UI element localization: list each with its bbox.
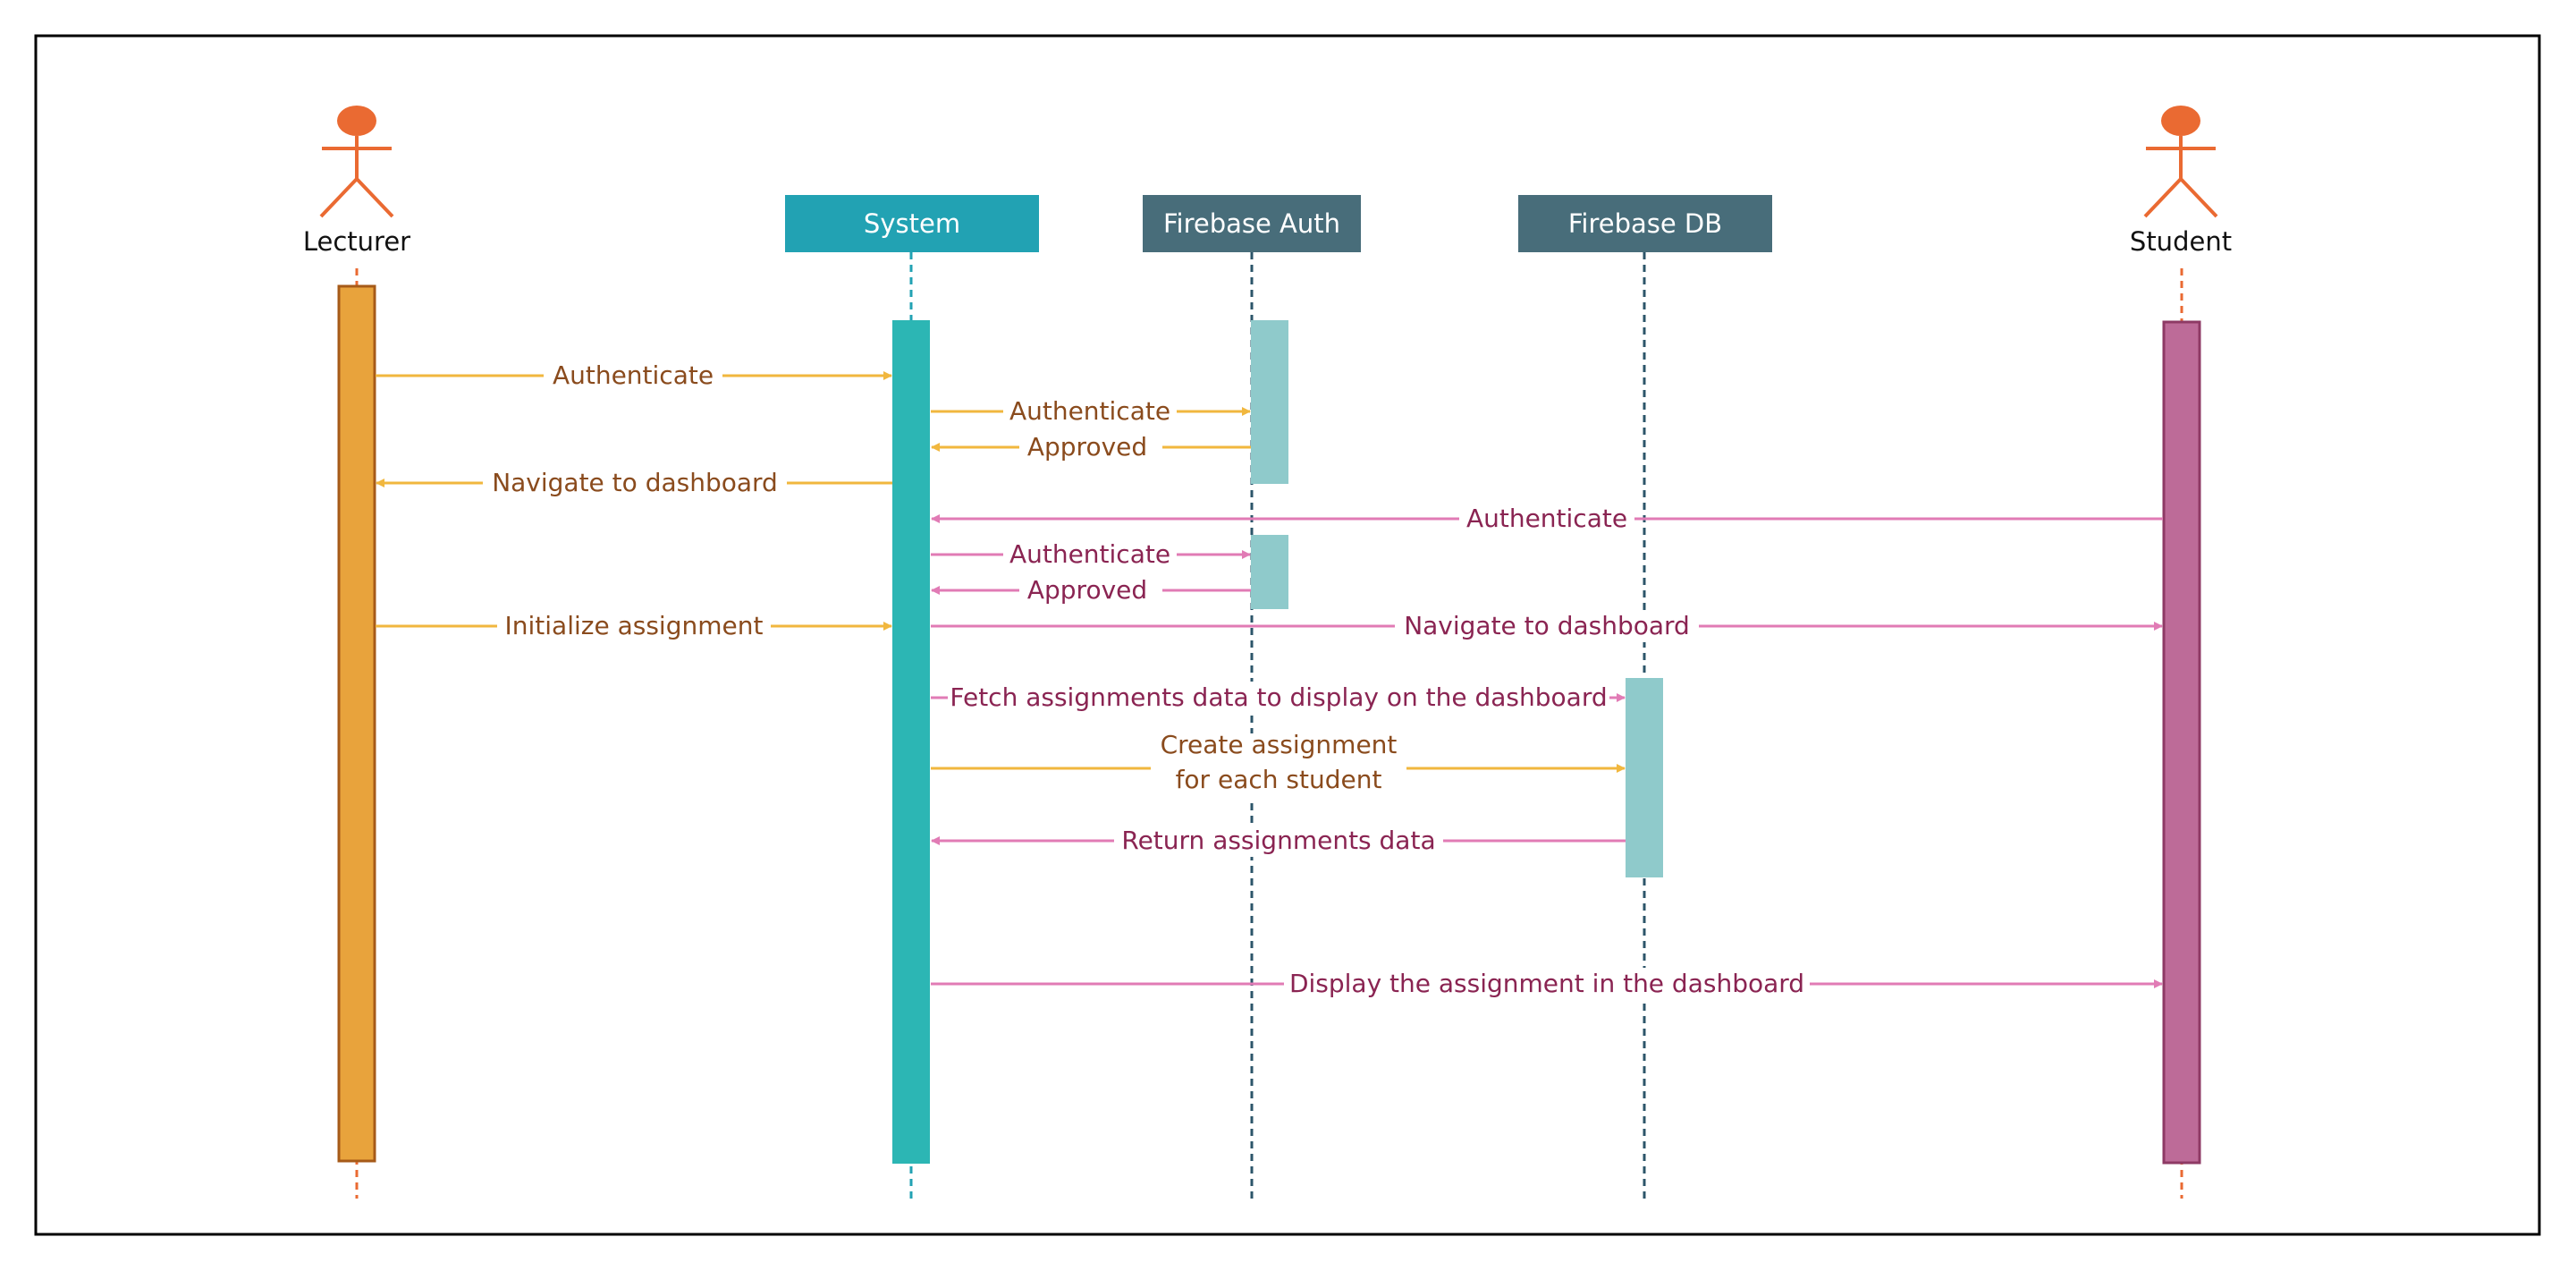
activation-db <box>1626 678 1663 877</box>
message-label: Authenticate <box>1466 504 1627 533</box>
message-system-db-create: Create assignment for each student <box>931 730 1626 803</box>
message-label: Initialize assignment <box>505 611 764 640</box>
activation-student <box>2162 320 2201 1165</box>
message-label: Approved <box>1027 575 1147 605</box>
message-lecturer-initialize: Initialize assignment <box>376 610 892 642</box>
activation-lecturer <box>337 284 376 1163</box>
activation-auth-2 <box>1251 535 1288 609</box>
participant-system-box <box>785 195 1039 252</box>
diagram-frame <box>34 34 2541 1236</box>
message-label: Authenticate <box>553 360 714 390</box>
message-label-line: Create assignment <box>1161 730 1398 759</box>
activation-bars <box>337 284 2201 1165</box>
message-label: Navigate to dashboard <box>1404 611 1690 640</box>
message-system-lecturer-navigate: Navigate to dashboard <box>376 467 892 499</box>
participant-system: System <box>785 195 1039 252</box>
activation-system <box>892 320 930 1164</box>
message-system-auth-authenticate: Authenticate <box>931 395 1251 428</box>
participant-db-label: Firebase DB <box>1568 208 1722 239</box>
message-auth-system-approved-2: Approved <box>931 574 1251 606</box>
message-label: Return assignments data <box>1121 826 1435 855</box>
actor-student-label: Student <box>2130 226 2232 257</box>
message-label: Create assignment for each student <box>1161 730 1398 794</box>
message-label: Navigate to dashboard <box>492 468 778 497</box>
message-auth-system-approved: Approved <box>931 431 1251 463</box>
message-system-db-fetch: Fetch assignments data to display on the… <box>931 682 1626 714</box>
actor-lecturer-label: Lecturer <box>303 226 410 257</box>
message-system-student-navigate: Navigate to dashboard <box>931 610 2163 642</box>
participant-auth: Firebase Auth <box>1143 195 1361 252</box>
message-label: Authenticate <box>1009 539 1170 569</box>
actor-student: Student <box>2130 106 2232 257</box>
actor-lecturer: Lecturer <box>303 106 410 257</box>
message-system-student-display: Display the assignment in the dashboard <box>931 968 2163 1000</box>
participant-system-label: System <box>864 208 960 239</box>
participant-db-box <box>1518 195 1772 252</box>
activation-auth-1 <box>1251 320 1288 484</box>
participant-auth-label: Firebase Auth <box>1163 208 1340 239</box>
person-icon <box>2143 106 2218 218</box>
participant-auth-box <box>1143 195 1361 252</box>
message-label: Approved <box>1027 432 1147 462</box>
message-student-authenticate: Authenticate <box>931 503 2163 535</box>
message-lecturer-authenticate: Authenticate <box>376 360 892 392</box>
messages: Authenticate Authenticate Approved Navig… <box>376 360 2163 1000</box>
message-system-auth-authenticate-2: Authenticate <box>931 538 1251 571</box>
participant-db: Firebase DB <box>1518 195 1772 252</box>
message-label: Authenticate <box>1009 396 1170 426</box>
person-icon <box>319 106 394 218</box>
message-label: Display the assignment in the dashboard <box>1289 969 1804 998</box>
message-label-line: for each student <box>1176 765 1382 794</box>
message-db-system-return: Return assignments data <box>931 825 1626 857</box>
message-label: Fetch assignments data to display on the… <box>950 682 1607 712</box>
